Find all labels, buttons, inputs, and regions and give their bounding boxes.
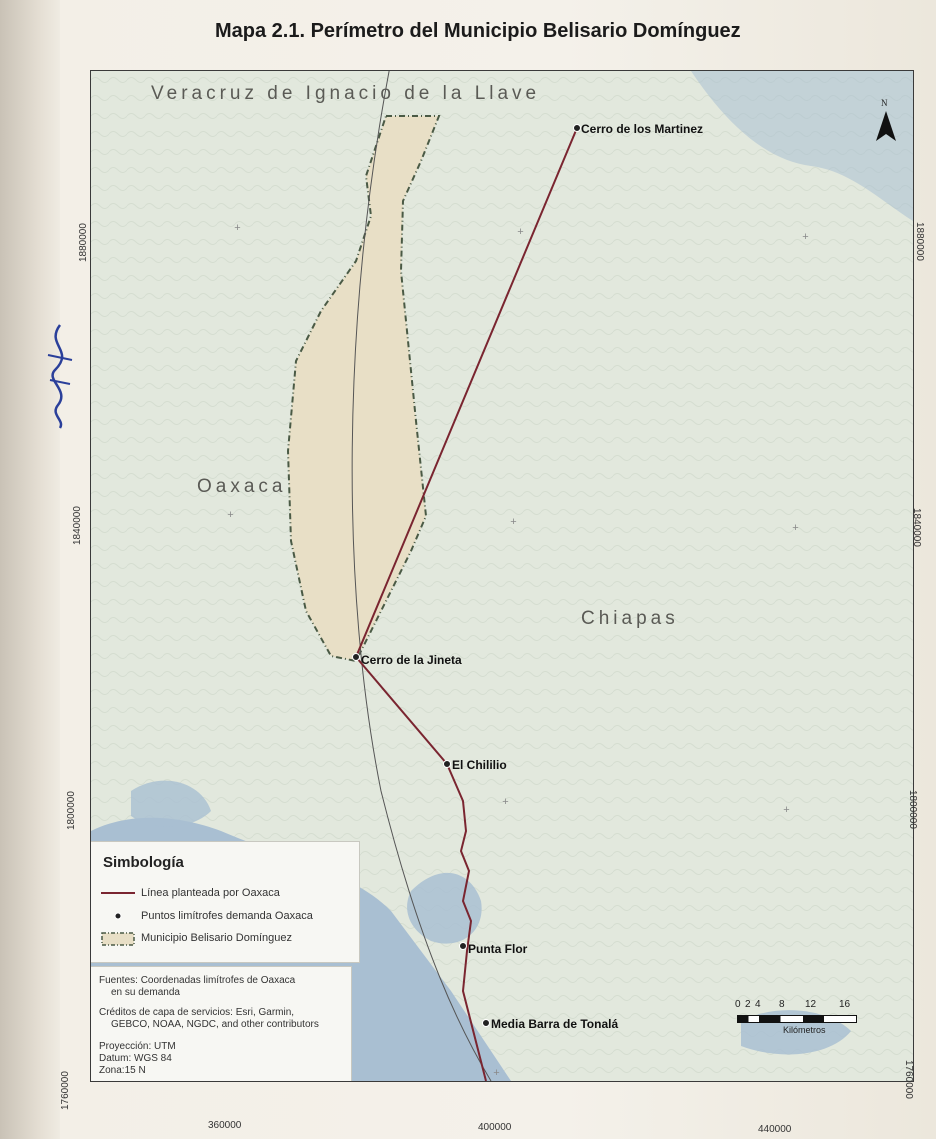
coord-left: 1840000	[72, 506, 83, 545]
grid-cross: +	[502, 796, 509, 808]
point-label-cerro-jineta: Cerro de la Jineta	[361, 653, 462, 667]
scale-unit: Kilómetros	[783, 1025, 826, 1035]
grid-cross: +	[802, 231, 809, 243]
point-marker-cerro-jineta	[352, 653, 360, 661]
credits-line: GEBCO, NOAA, NGDC, and other contributor…	[111, 1019, 319, 1030]
coord-left: 1760000	[60, 1071, 71, 1110]
datum-line: Datum: WGS 84	[99, 1053, 172, 1064]
grid-cross: +	[493, 1067, 500, 1079]
point-label-media-barra: Media Barra de Tonalá	[491, 1017, 619, 1031]
coord-bottom: 440000	[758, 1124, 792, 1135]
coord-left: 1800000	[66, 791, 77, 830]
legend-item-label: Puntos limítrofes demanda Oaxaca	[141, 910, 313, 922]
map-frame: Veracruz de Ignacio de la Llave Oaxaca C…	[90, 70, 914, 1082]
grid-cross: +	[783, 804, 790, 816]
coord-right: 1760000	[903, 1060, 914, 1099]
oaxaca-line	[354, 127, 578, 1081]
point-marker-cerro-martinez	[573, 124, 581, 132]
north-arrow-icon: N	[876, 98, 896, 141]
grid-cross: +	[227, 509, 234, 521]
legend-item-label: Municipio Belisario Domínguez	[141, 932, 293, 944]
coord-right: 1800000	[907, 790, 918, 829]
legend-item-label: Línea planteada por Oaxaca	[141, 887, 280, 899]
source-line: Fuentes: Coordenadas limítrofes de Oaxac…	[99, 975, 296, 986]
map-canvas	[91, 71, 913, 1081]
grid-cross: +	[510, 516, 517, 528]
lagoon	[407, 872, 482, 944]
grid-cross: +	[517, 226, 524, 238]
region-label-chiapas: Chiapas	[581, 608, 679, 629]
book-binding	[0, 0, 60, 1139]
grid-cross: +	[234, 222, 241, 234]
legend-title: Simbología	[103, 854, 184, 871]
point-label-punta-flor: Punta Flor	[468, 942, 528, 956]
scale-tick: 12	[805, 999, 817, 1010]
coord-bottom: 400000	[478, 1122, 512, 1133]
scale-tick: 16	[839, 999, 851, 1010]
grid-cross: +	[792, 522, 799, 534]
polygon-swatch-icon	[101, 932, 135, 946]
legend-panel: Simbología Línea planteada por Oaxaca Pu…	[91, 841, 360, 963]
region-label-oaxaca: Oaxaca	[197, 476, 287, 497]
coord-right: 1880000	[914, 222, 925, 261]
point-marker-media-barra	[482, 1019, 490, 1027]
point-swatch-icon	[114, 912, 122, 920]
point-marker-punta-flor	[459, 942, 467, 950]
scale-bar: 0 2 4 8 12 16 Kilómetros	[733, 999, 859, 1049]
point-label-cerro-martinez: Cerro de los Martinez	[581, 122, 704, 136]
point-marker-el-chilillo	[443, 760, 451, 768]
zone-line: Zona:15 N	[99, 1065, 146, 1076]
coord-left: 1880000	[78, 223, 89, 262]
credits-line: Créditos de capa de servicios: Esri, Gar…	[99, 1007, 295, 1018]
map-title: Mapa 2.1. Perímetro del Municipio Belisa…	[215, 20, 741, 42]
projection-line: Proyección: UTM	[99, 1041, 176, 1052]
scale-bar-graphic	[737, 1015, 857, 1023]
coord-right: 1840000	[911, 508, 922, 547]
source-line: en su demanda	[111, 987, 180, 998]
scale-tick: 2	[745, 999, 751, 1010]
coord-bottom: 360000	[208, 1120, 242, 1131]
southwest-bay	[131, 780, 211, 827]
scale-tick: 8	[779, 999, 785, 1010]
meridian-curve	[351, 71, 492, 1081]
handwritten-signature	[47, 324, 73, 429]
point-label-el-chilillo: El Chililio	[452, 758, 507, 772]
scale-tick: 4	[755, 999, 761, 1010]
line-swatch-icon	[101, 892, 135, 894]
sources-panel: Fuentes: Coordenadas limítrofes de Oaxac…	[91, 966, 352, 1081]
northeast-water	[691, 71, 913, 221]
region-label-veracruz: Veracruz de Ignacio de la Llave	[151, 83, 541, 104]
scale-tick: 0	[735, 999, 741, 1010]
municipio-polygon	[286, 115, 441, 663]
north-letter: N	[881, 98, 888, 108]
